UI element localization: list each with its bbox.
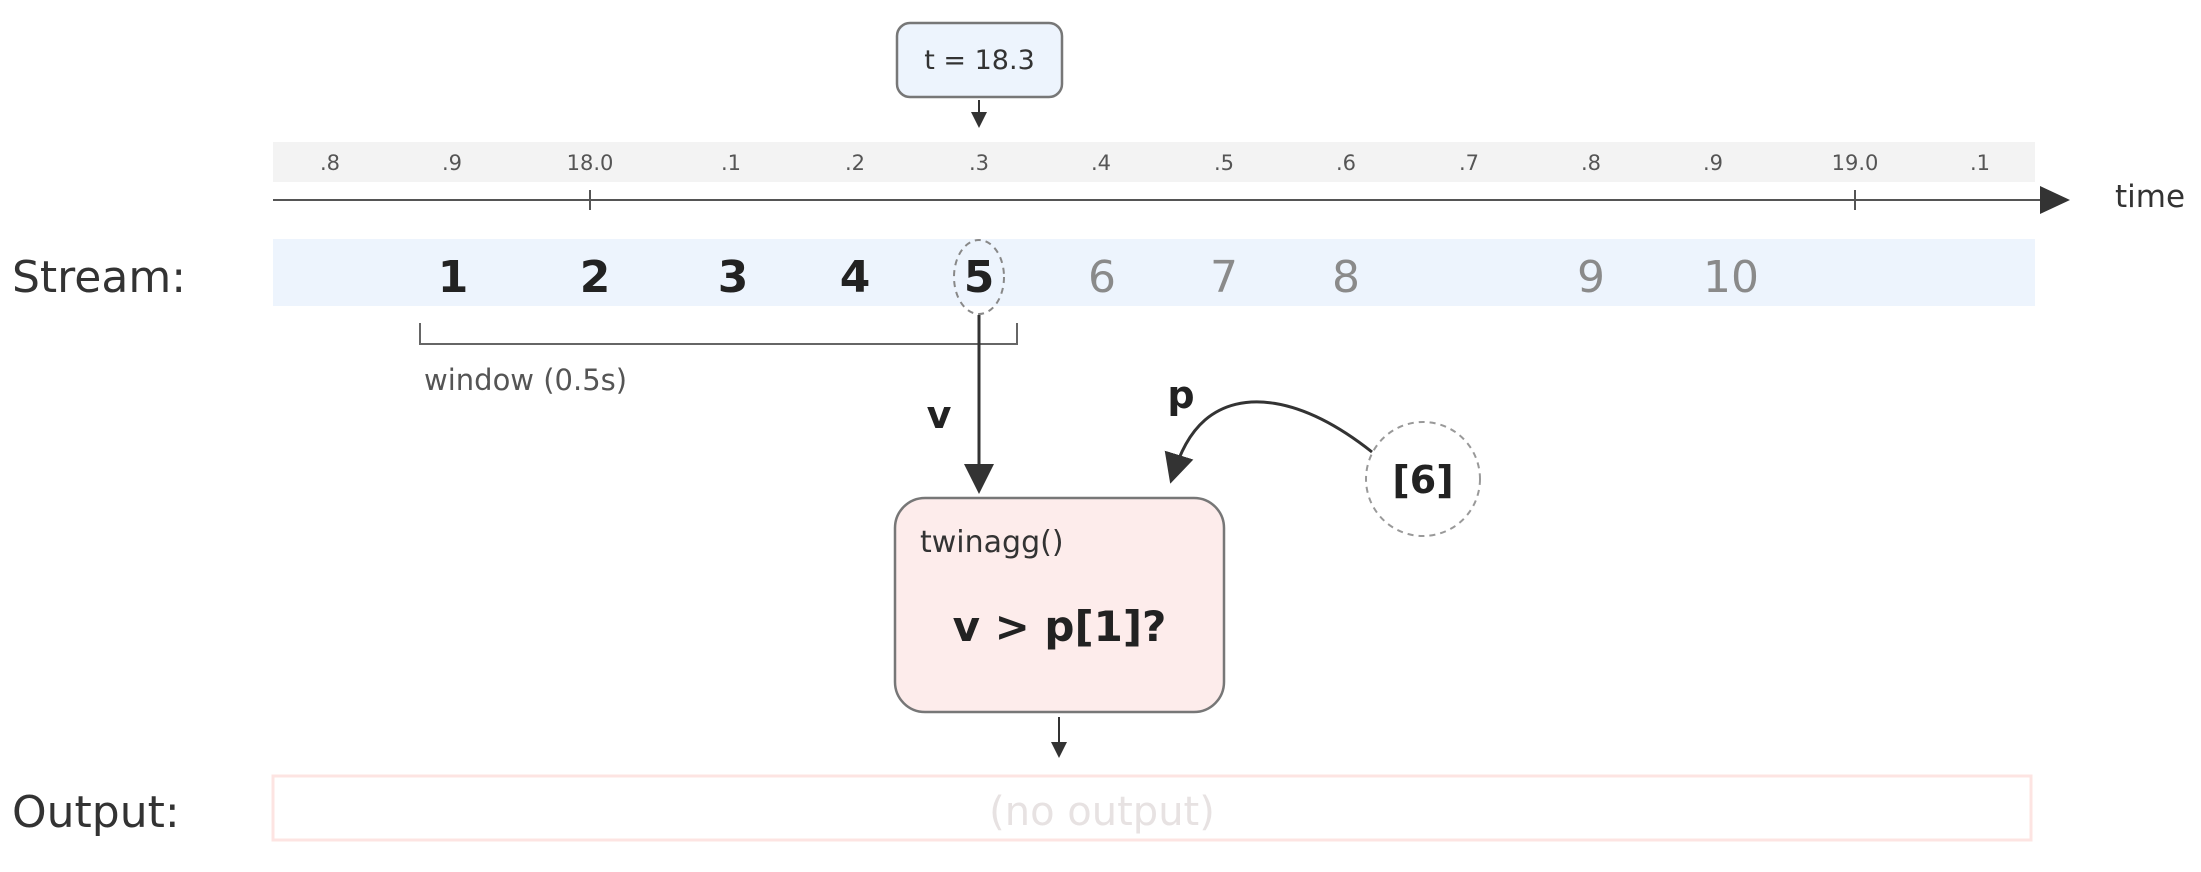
- axis-tick-labels: .8 .9 18.0 .1 .2 .3 .4 .5 .6 .7 .8 .9 19.0 .1: [320, 151, 1990, 175]
- axis-tick-label: .9: [1703, 151, 1723, 175]
- axis-tick-label: .8: [1581, 151, 1601, 175]
- param-value: [6]: [1392, 458, 1453, 502]
- axis-tick-label: .1: [1970, 151, 1990, 175]
- function-box: [893, 496, 1226, 714]
- axis-tick-label: 19.0: [1832, 151, 1879, 175]
- window-label: window (0.5s): [424, 363, 627, 397]
- stream-item: 4: [840, 252, 871, 303]
- axis-tick-label: .3: [969, 151, 989, 175]
- current-time-callout: [895, 21, 1064, 99]
- axis-tick-label: .1: [721, 151, 741, 175]
- axis-tick-label: .9: [442, 151, 462, 175]
- output-box: [271, 774, 2033, 842]
- stream-item: 5: [964, 252, 995, 303]
- stream-band: [273, 239, 2035, 306]
- tick-band: [273, 142, 2035, 182]
- stream-item: 6: [1088, 252, 1116, 303]
- axis-tick-label: .4: [1091, 151, 1111, 175]
- time-axis-arrowhead: [2040, 186, 2070, 214]
- param-value-bubble: [1365, 421, 1481, 537]
- stream-item: 9: [1577, 252, 1605, 303]
- axis-tick-label: .7: [1459, 151, 1479, 175]
- output-text: (no output): [989, 789, 1215, 835]
- stream-item: 10: [1703, 252, 1759, 303]
- output-label: Output:: [12, 787, 180, 838]
- function-name: twinagg(): [920, 525, 1064, 560]
- stream-item: 8: [1332, 252, 1360, 303]
- stream-label: Stream:: [12, 252, 186, 303]
- stream-item: 2: [580, 252, 611, 303]
- axis-tick-label: .8: [320, 151, 340, 175]
- param-arrow-label: p: [1167, 373, 1194, 417]
- current-time-label: t = 18.3: [924, 45, 1035, 76]
- current-item-highlight: [953, 239, 1005, 315]
- param-arrow: [1164, 400, 1373, 484]
- window-bracket: [419, 323, 1018, 345]
- stream-item: 3: [718, 252, 749, 303]
- axis-tick-label: 18.0: [567, 151, 614, 175]
- axis-tick-label: .5: [1214, 151, 1234, 175]
- stream-item: 7: [1210, 252, 1238, 303]
- time-axis-label: time: [2115, 179, 2185, 215]
- axis-tick-label: .2: [845, 151, 865, 175]
- axis-tick-label: .6: [1336, 151, 1356, 175]
- stream-item: 1: [438, 252, 469, 303]
- stream-items: 1 2 3 4 5 6 7 8 9 10: [438, 252, 1759, 303]
- function-expression: v > p[1]?: [953, 602, 1167, 651]
- value-arrow-label: v: [927, 393, 952, 437]
